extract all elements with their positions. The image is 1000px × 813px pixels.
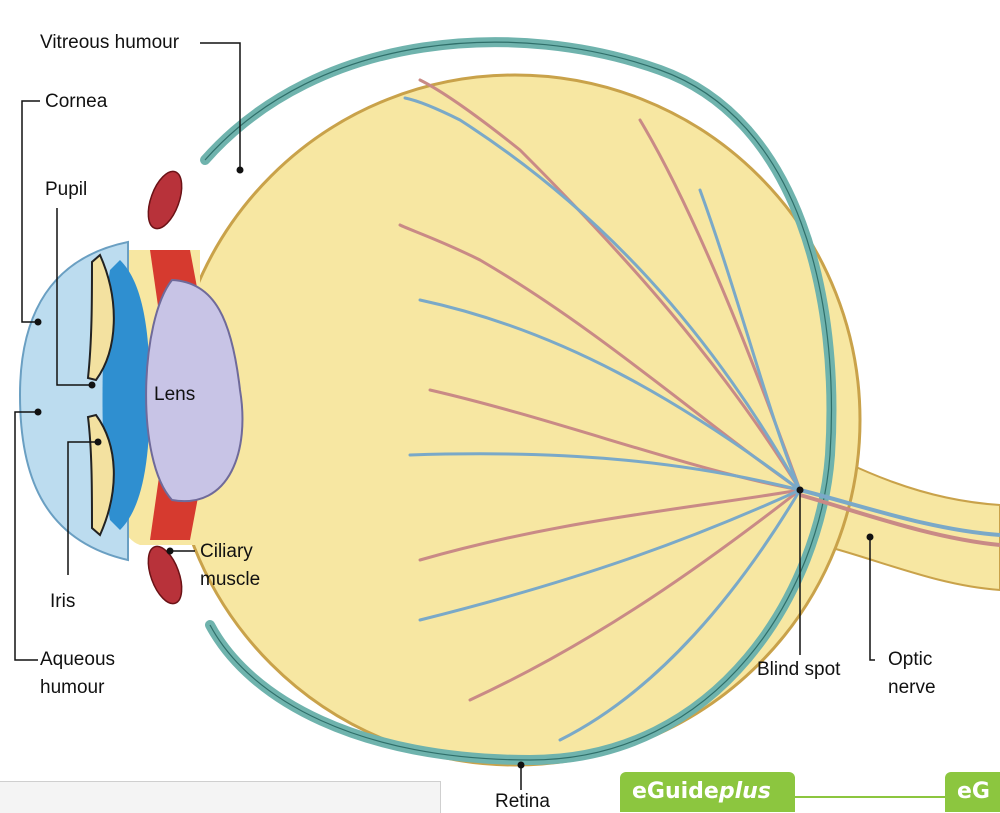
eguide-plus-badge[interactable]: eGuideplus <box>620 772 795 812</box>
ciliary-muscle-lower <box>142 542 189 608</box>
label-vitreous-humour: Vitreous humour <box>40 31 179 54</box>
bottom-panel <box>0 781 441 813</box>
label-optic-nerve-line2: nerve <box>888 676 936 699</box>
eguide-badge-suffix: plus <box>719 779 771 804</box>
label-blind-spot: Blind spot <box>757 658 840 681</box>
eguide-badge-secondary[interactable]: eG <box>945 772 1000 812</box>
label-pupil: Pupil <box>45 178 87 201</box>
label-lens: Lens <box>154 383 195 406</box>
label-iris: Iris <box>50 590 75 613</box>
label-optic-nerve-line1: Optic <box>888 648 932 671</box>
label-ciliary-muscle-line1: Ciliary <box>200 540 253 563</box>
label-aqueous-humour-line1: Aqueous <box>40 648 115 671</box>
eguide-badge-prefix: eGuide <box>632 779 719 804</box>
label-aqueous-humour-line2: humour <box>40 676 104 699</box>
label-cornea: Cornea <box>45 90 107 113</box>
label-retina: Retina <box>495 790 550 813</box>
label-ciliary-muscle-line2: muscle <box>200 568 260 591</box>
ciliary-muscle-upper <box>142 167 189 233</box>
eguide-secondary-prefix: eG <box>957 779 990 804</box>
